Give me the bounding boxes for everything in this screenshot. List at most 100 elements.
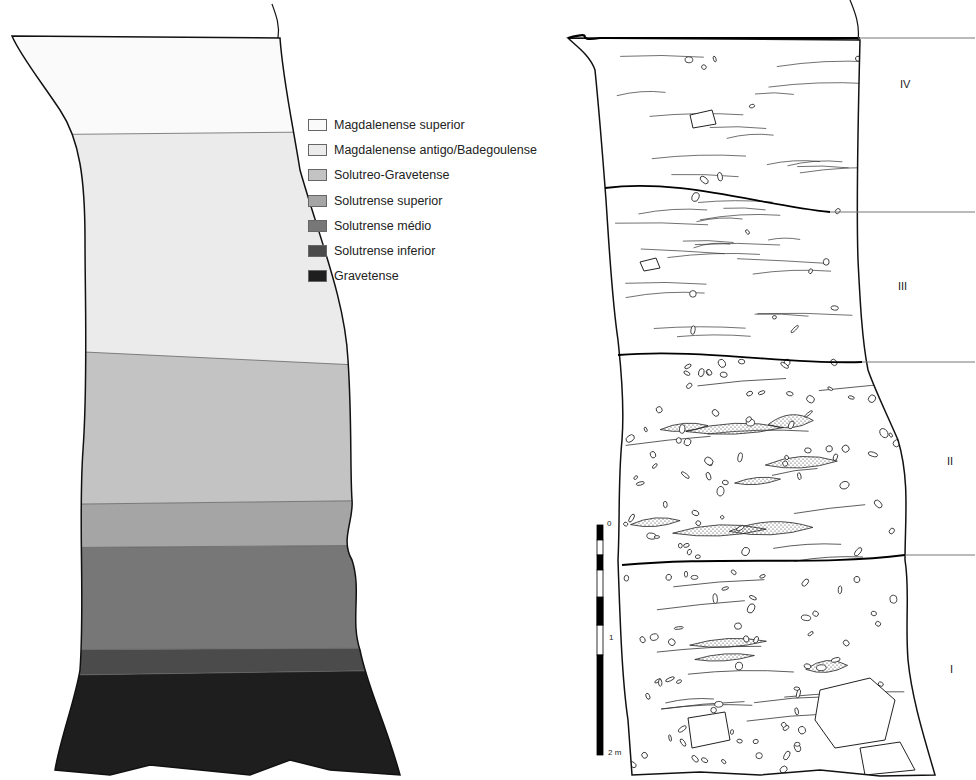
lamination bbox=[753, 270, 831, 274]
pebble bbox=[879, 389, 886, 396]
pebble bbox=[633, 475, 638, 480]
pebble bbox=[690, 326, 695, 335]
pebble bbox=[678, 543, 682, 548]
legend-entry: Solutrense inferior bbox=[308, 238, 537, 263]
pebble bbox=[650, 633, 659, 641]
pebble bbox=[655, 406, 663, 414]
pebble bbox=[665, 676, 675, 683]
lamination bbox=[737, 259, 829, 264]
pebble bbox=[746, 390, 753, 396]
band-boundary bbox=[0, 670, 420, 676]
pebble bbox=[681, 471, 691, 479]
pebble bbox=[831, 657, 841, 663]
band-boundary bbox=[0, 348, 420, 368]
pebble bbox=[839, 480, 850, 490]
lamination bbox=[768, 238, 800, 240]
pebble bbox=[855, 56, 863, 63]
legend-text: Solutrense superior bbox=[334, 194, 442, 208]
legend-swatch bbox=[308, 270, 327, 282]
legend-text: Solutrense inferior bbox=[334, 244, 435, 258]
pebble bbox=[842, 639, 850, 647]
rock-block bbox=[690, 110, 716, 128]
pebble bbox=[720, 515, 725, 520]
scale-label: 2 m bbox=[607, 749, 622, 757]
pebble bbox=[679, 424, 685, 433]
pebble bbox=[658, 679, 662, 686]
legend-text: Gravetense bbox=[334, 269, 399, 283]
sand-lens bbox=[695, 654, 755, 661]
sand-lens bbox=[631, 518, 681, 527]
stratigraphic-band bbox=[0, 500, 420, 548]
bedding-line bbox=[688, 671, 794, 675]
pebble bbox=[831, 305, 839, 310]
stratigraphic-band bbox=[0, 348, 420, 505]
bedding-line bbox=[773, 544, 841, 549]
lamination bbox=[641, 249, 725, 254]
pebble bbox=[683, 543, 690, 548]
pebble bbox=[685, 57, 693, 63]
bedding-line bbox=[661, 702, 744, 710]
pebble bbox=[701, 757, 709, 764]
pebble bbox=[753, 636, 760, 644]
pebble bbox=[717, 172, 723, 181]
pebble bbox=[683, 370, 690, 376]
pebble bbox=[699, 175, 710, 185]
pebble bbox=[827, 386, 833, 391]
lamination bbox=[694, 243, 731, 248]
pebble bbox=[679, 738, 687, 747]
lamination bbox=[797, 166, 848, 168]
legend-entry: Magdalenense superior bbox=[308, 112, 537, 137]
lamination bbox=[615, 223, 708, 225]
pebble bbox=[834, 208, 841, 215]
profile-top bbox=[568, 35, 860, 39]
pebble bbox=[636, 481, 645, 486]
legend-swatch bbox=[308, 245, 327, 257]
lamination bbox=[727, 134, 774, 138]
rock-block bbox=[860, 742, 915, 775]
rock-block bbox=[640, 258, 660, 271]
pebble bbox=[804, 663, 812, 670]
sediment-texture bbox=[615, 55, 924, 775]
pebble bbox=[832, 453, 838, 461]
sand-lens bbox=[806, 660, 848, 672]
stratigraphic-bands bbox=[0, 0, 420, 780]
pebble bbox=[628, 760, 637, 768]
pebble bbox=[808, 268, 813, 274]
lamination bbox=[625, 282, 706, 284]
pebble bbox=[644, 427, 648, 432]
pebble bbox=[784, 455, 790, 461]
pebble bbox=[713, 594, 718, 604]
band-boundary bbox=[0, 545, 420, 548]
pebble bbox=[624, 575, 629, 581]
pebble bbox=[703, 456, 714, 467]
pebble bbox=[711, 707, 717, 713]
lamination bbox=[671, 174, 738, 176]
pebble bbox=[683, 437, 692, 447]
pebble bbox=[801, 614, 811, 621]
pebble bbox=[878, 427, 890, 439]
pebble bbox=[807, 631, 813, 637]
pebble bbox=[676, 438, 681, 444]
bedding-line bbox=[698, 379, 787, 386]
pebble bbox=[721, 759, 727, 765]
pebble bbox=[749, 104, 755, 109]
legend-swatch bbox=[308, 144, 327, 156]
pebble bbox=[758, 390, 766, 395]
unit-label: II bbox=[947, 456, 953, 467]
legend-entry: Solutrense médio bbox=[308, 213, 537, 238]
pebble bbox=[715, 701, 723, 707]
pebble bbox=[805, 394, 815, 404]
pebble bbox=[812, 610, 820, 617]
pebble bbox=[706, 369, 713, 376]
lamination bbox=[769, 83, 868, 87]
lamination bbox=[710, 127, 766, 129]
pebble bbox=[782, 725, 789, 732]
pebble bbox=[797, 725, 807, 735]
pebble bbox=[797, 472, 802, 480]
pebble bbox=[858, 186, 863, 192]
pebble bbox=[853, 576, 861, 584]
pebble bbox=[782, 460, 789, 467]
pebble bbox=[772, 315, 776, 319]
pebble bbox=[793, 742, 802, 752]
pebble bbox=[684, 571, 687, 577]
